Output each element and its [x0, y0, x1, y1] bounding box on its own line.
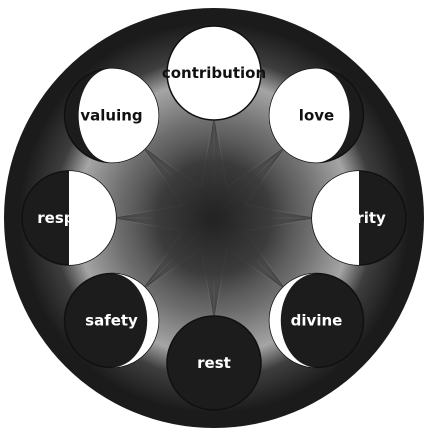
moon-love: love: [268, 67, 365, 164]
moon-label: love: [299, 107, 334, 125]
center-shade: [119, 123, 309, 313]
moon-label: valuing: [80, 107, 142, 125]
moon-label: contribution: [162, 64, 266, 82]
moon-ring: contribution love clarity divine rest safety r…: [21, 25, 407, 411]
moon-rest: rest: [166, 315, 262, 411]
moon-respect: respect: [21, 170, 117, 266]
moon-lit-part: [269, 273, 317, 368]
moon-label: respect: [37, 209, 100, 227]
moon-label: rest: [197, 354, 231, 372]
moon-clarity: clarity: [311, 170, 407, 266]
moon-label: clarity: [332, 209, 386, 227]
moon-label: divine: [291, 312, 343, 330]
moon-lit-part: [69, 171, 116, 265]
moon-valuing: valuing: [63, 67, 160, 164]
moon-safety: safety: [63, 272, 160, 369]
moon-lit-part: [269, 68, 350, 163]
moon-disc: [166, 315, 262, 411]
moon-lit-part: [312, 171, 359, 265]
moon-disc: [166, 25, 262, 121]
moon-contribution: contribution: [162, 25, 266, 121]
moon-label: safety: [85, 312, 138, 330]
moon-lit-part: [78, 68, 159, 163]
moon-divine: divine: [268, 272, 365, 369]
moon-lit-part: [111, 273, 159, 368]
